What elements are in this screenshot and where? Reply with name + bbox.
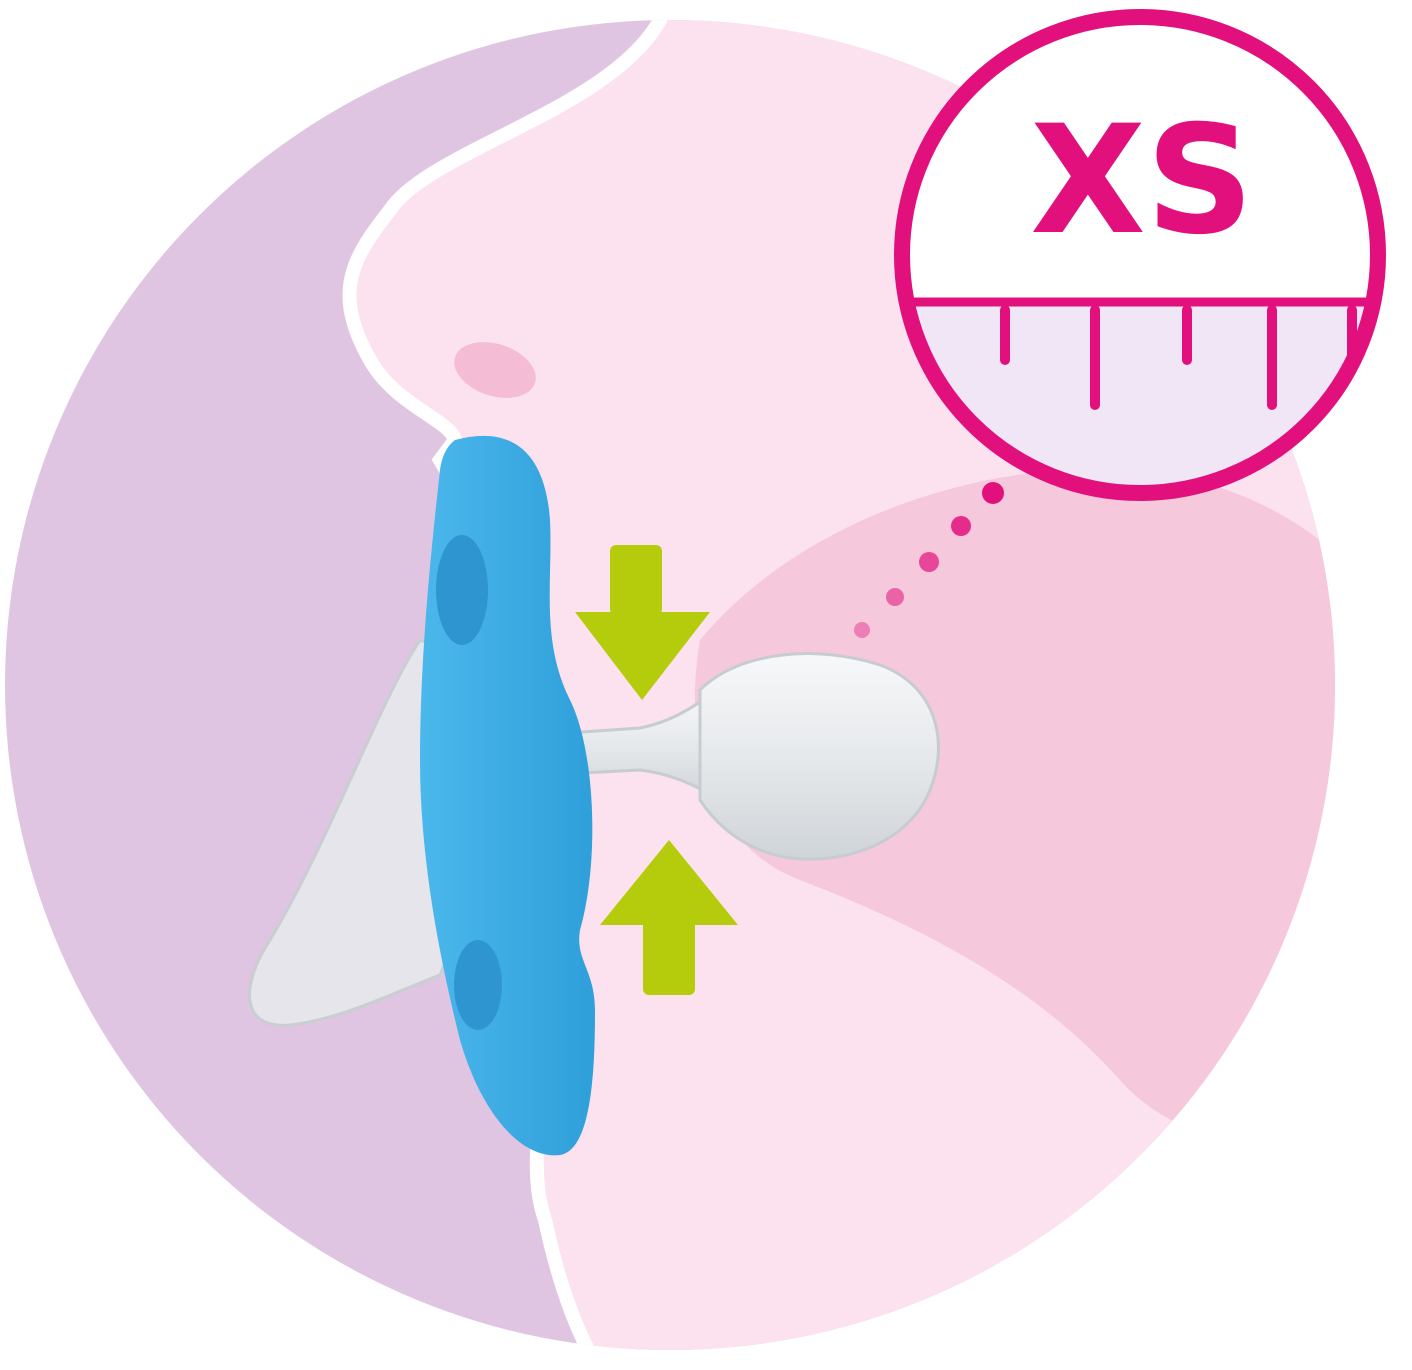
pacifier bbox=[248, 435, 940, 1156]
pacifier-nipple-icon bbox=[698, 652, 940, 861]
badge-ring bbox=[894, 9, 1386, 501]
arrow-up-icon bbox=[600, 840, 738, 995]
shield-hole-bottom bbox=[454, 940, 502, 1030]
pacifier-side-flap bbox=[248, 638, 472, 1027]
magnifier-badge-icon: XS bbox=[894, 9, 1386, 501]
shield-hole-top bbox=[436, 535, 488, 645]
cheek-shape bbox=[694, 468, 1335, 1160]
dotted-connector bbox=[854, 482, 1004, 638]
size-label: XS bbox=[1030, 94, 1254, 268]
nostril bbox=[454, 342, 536, 398]
arrow-down-icon bbox=[575, 545, 710, 700]
